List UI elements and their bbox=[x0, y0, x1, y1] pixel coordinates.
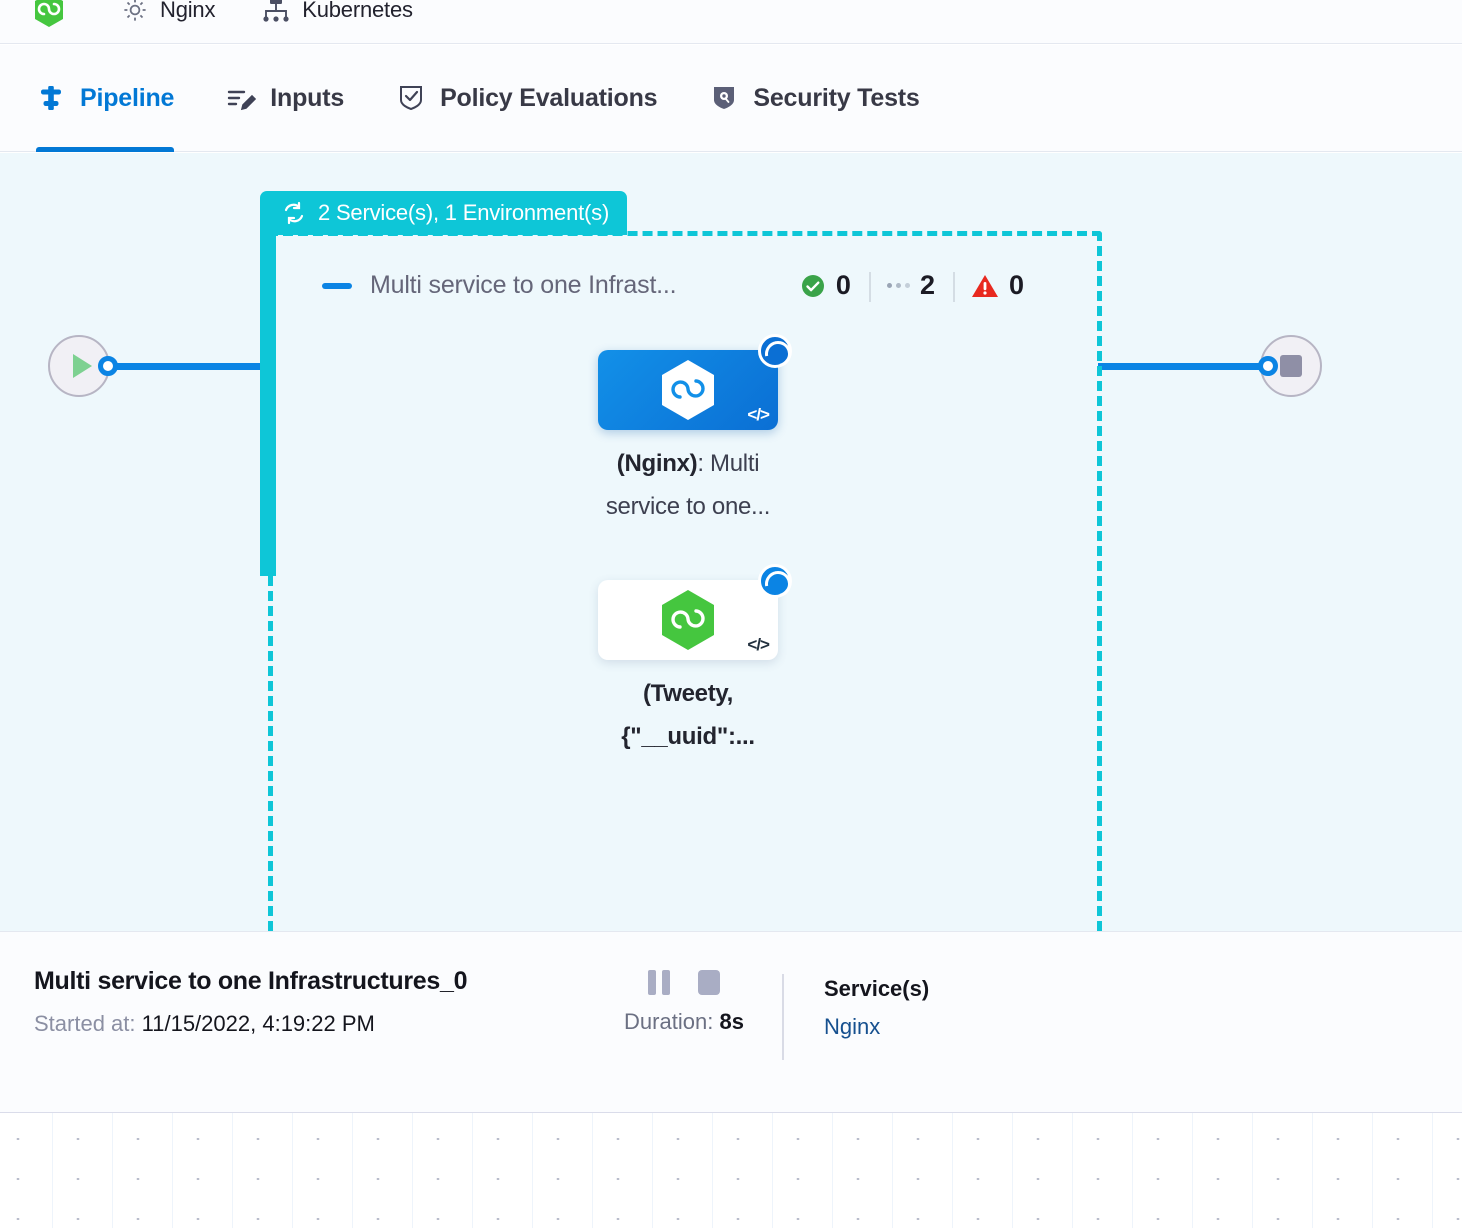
pipeline-canvas[interactable]: 2 Service(s), 1 Environment(s) Multi ser… bbox=[0, 153, 1462, 931]
service-group-chip-label: 2 Service(s), 1 Environment(s) bbox=[318, 200, 610, 225]
started-at: Started at: 11/15/2022, 4:19:22 PM bbox=[34, 1011, 586, 1037]
breadcrumb-item-kubernetes[interactable]: Kubernetes bbox=[261, 0, 413, 24]
dotted-grid-canvas[interactable] bbox=[0, 1113, 1462, 1228]
service-node-1-label-rest: : Multi service to one... bbox=[605, 450, 771, 520]
tab-security-tests[interactable]: Security Tests bbox=[709, 45, 920, 152]
service-node-1-card[interactable]: </> bbox=[598, 334, 792, 430]
inputs-icon bbox=[228, 90, 257, 111]
status-success-count: 0 bbox=[835, 270, 851, 300]
execution-summary: Multi service to one Infrastructures_0 S… bbox=[0, 932, 586, 1037]
breadcrumb-item-nginx-label: Nginx bbox=[160, 0, 216, 22]
tab-pipeline[interactable]: Pipeline bbox=[36, 45, 175, 152]
duration-value: 8s bbox=[719, 1009, 744, 1034]
tab-bar: Pipeline Inputs Policy Evaluations bbox=[0, 45, 1462, 152]
tab-inputs[interactable]: Inputs bbox=[226, 45, 344, 152]
page-title: Multi service to one Infrastructures_0 bbox=[34, 967, 468, 995]
loading-spinner-icon bbox=[758, 334, 792, 368]
security-shield-icon bbox=[714, 87, 735, 109]
service-link-nginx[interactable]: Nginx bbox=[824, 1014, 881, 1039]
execution-controls bbox=[586, 970, 782, 995]
play-icon bbox=[72, 354, 92, 378]
ellipsis-icon bbox=[886, 283, 910, 288]
service-node-2-label-bold: (Tweety, {"__uuid":... bbox=[621, 680, 755, 750]
tab-inputs-label: Inputs bbox=[270, 83, 345, 112]
status-running-count: 2 bbox=[919, 270, 935, 300]
repeat-loop-icon bbox=[284, 201, 304, 225]
code-icon: </> bbox=[747, 635, 770, 654]
service-node-1[interactable]: </> (Nginx): Multi service to one... bbox=[598, 334, 799, 528]
detail-divider bbox=[782, 974, 784, 1060]
stop-button[interactable] bbox=[698, 970, 720, 995]
tab-pipeline-label: Pipeline bbox=[80, 83, 175, 112]
end-node[interactable] bbox=[1260, 335, 1322, 397]
code-icon: </> bbox=[747, 405, 770, 424]
service-node-2-card[interactable]: </> bbox=[598, 564, 792, 660]
edge-start-to-group bbox=[112, 363, 274, 370]
warning-triangle-icon bbox=[971, 274, 998, 297]
service-node-1-label: (Nginx): Multi service to one... bbox=[577, 442, 799, 528]
duration-text: Duration: 8s bbox=[586, 1009, 782, 1035]
duration-label: Duration: bbox=[624, 1009, 714, 1034]
started-at-value: 11/15/2022, 4:19:22 PM bbox=[141, 1011, 375, 1036]
end-node-port[interactable] bbox=[1258, 356, 1278, 376]
status-running: 2 bbox=[868, 270, 953, 302]
duration-block: Duration: 8s bbox=[586, 932, 782, 1035]
infrastructure-icon bbox=[263, 0, 289, 22]
status-counters: 0 2 0 bbox=[782, 270, 1042, 302]
status-failed-count: 0 bbox=[1008, 270, 1024, 300]
pipeline-icon bbox=[41, 86, 61, 110]
service-node-2[interactable]: </> (Tweety, {"__uuid":... bbox=[598, 564, 799, 758]
edge-group-to-end bbox=[1098, 363, 1264, 370]
started-at-label: Started at: bbox=[34, 1011, 136, 1036]
service-node-1-label-bold: (Nginx) bbox=[616, 450, 698, 477]
minus-collapse-icon[interactable] bbox=[322, 282, 352, 289]
services-column: Service(s) Nginx bbox=[784, 932, 964, 1040]
service-group-title: Multi service to one Infrast... bbox=[370, 271, 677, 299]
loading-spinner-icon bbox=[758, 564, 792, 598]
hexagon-service-icon bbox=[662, 590, 714, 650]
stop-icon bbox=[1280, 355, 1302, 377]
service-node-2-label: (Tweety, {"__uuid":... bbox=[577, 672, 799, 758]
status-failed: 0 bbox=[952, 270, 1042, 302]
breadcrumb-item-logo[interactable] bbox=[34, 0, 75, 27]
execution-detail-panel: Multi service to one Infrastructures_0 S… bbox=[0, 931, 1462, 1113]
service-group-container[interactable] bbox=[268, 231, 1102, 931]
gear-icon bbox=[124, 0, 146, 21]
start-node-port[interactable] bbox=[98, 356, 118, 376]
check-circle-icon bbox=[801, 274, 824, 297]
breadcrumb-item-nginx[interactable]: Nginx bbox=[121, 0, 215, 24]
tab-security-tests-label: Security Tests bbox=[753, 83, 920, 112]
pause-button[interactable] bbox=[648, 970, 670, 995]
services-heading: Service(s) bbox=[824, 976, 930, 1001]
tab-policy-evaluations-label: Policy Evaluations bbox=[440, 83, 658, 112]
service-group-header: Multi service to one Infrast... 0 2 bbox=[322, 270, 1042, 302]
service-group-chip[interactable]: 2 Service(s), 1 Environment(s) bbox=[260, 191, 628, 235]
hexagon-service-icon bbox=[662, 360, 714, 420]
hexagon-logo-icon bbox=[35, 0, 63, 27]
breadcrumb-item-kubernetes-label: Kubernetes bbox=[302, 0, 413, 22]
breadcrumb: Nginx Kubernetes bbox=[0, 0, 1462, 44]
service-group-side-bar bbox=[260, 231, 276, 576]
policy-shield-check-icon bbox=[400, 86, 423, 111]
tab-policy-evaluations[interactable]: Policy Evaluations bbox=[396, 45, 658, 152]
status-success: 0 bbox=[782, 270, 869, 301]
